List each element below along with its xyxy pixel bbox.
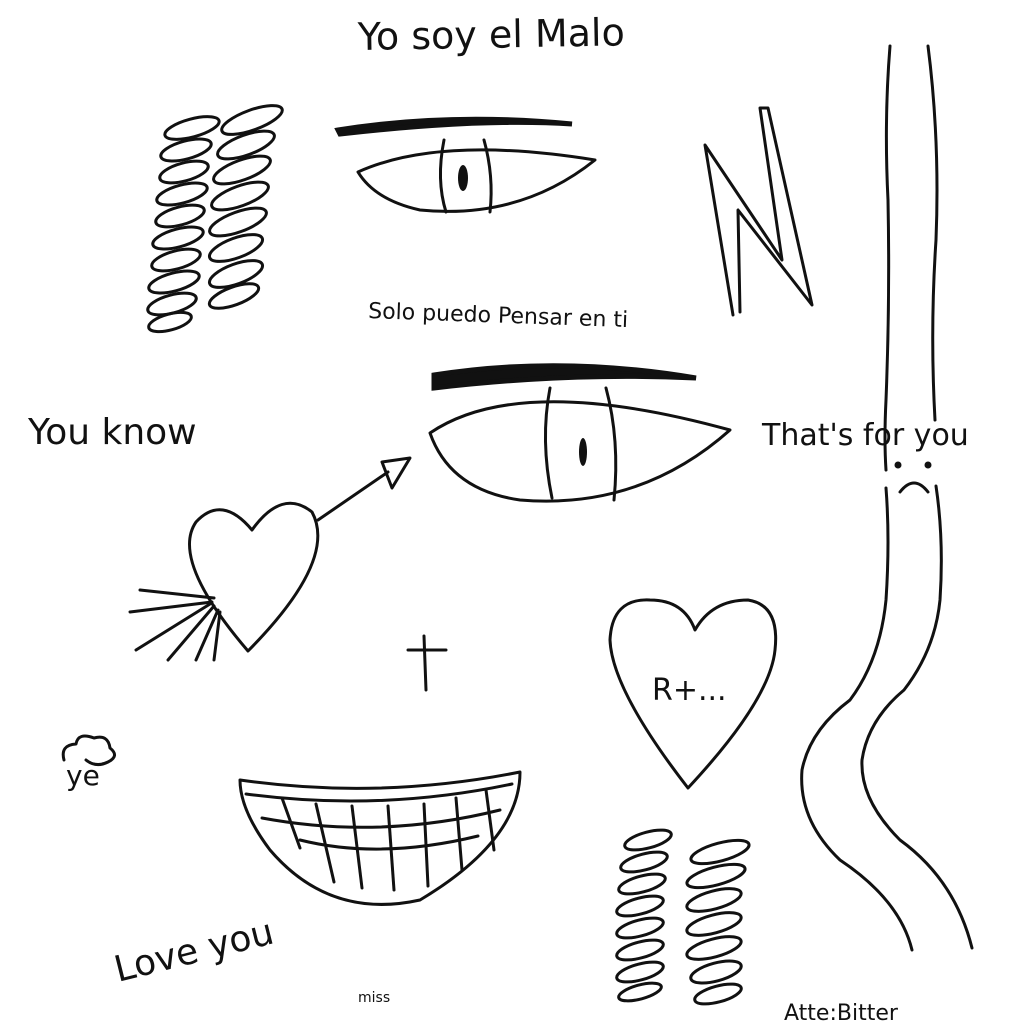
heart-with-arrow (128, 456, 412, 662)
letter-n-shape (703, 106, 814, 317)
middle-eye (428, 363, 732, 503)
heart-shape-right (608, 598, 778, 790)
solo-text: Solo puedo Pensar en ti (368, 299, 629, 333)
title-text: Yo soy el Malo (356, 10, 625, 59)
tree-doodle (61, 734, 116, 767)
you-know-text: You know (27, 412, 197, 453)
upper-eye (334, 116, 597, 214)
thats-for-you-text: That's for you (761, 418, 969, 453)
love-you-text: Love you (110, 912, 278, 991)
heart-initial-text: R+... (652, 673, 727, 708)
tall-figure (800, 44, 974, 952)
cross-shape (406, 634, 448, 692)
upper-eyebrow (334, 116, 573, 137)
middle-pupil (579, 438, 587, 466)
scribble-coils-left (146, 104, 284, 334)
grin-mouth (238, 770, 522, 906)
signature-text: Atte:Bitter (784, 1001, 899, 1024)
scribble-coils-bottom (615, 828, 751, 1006)
middle-eyebrow (431, 363, 697, 391)
miss-text: miss (358, 990, 390, 1006)
frown-face (894, 461, 932, 494)
upper-pupil (458, 165, 468, 191)
